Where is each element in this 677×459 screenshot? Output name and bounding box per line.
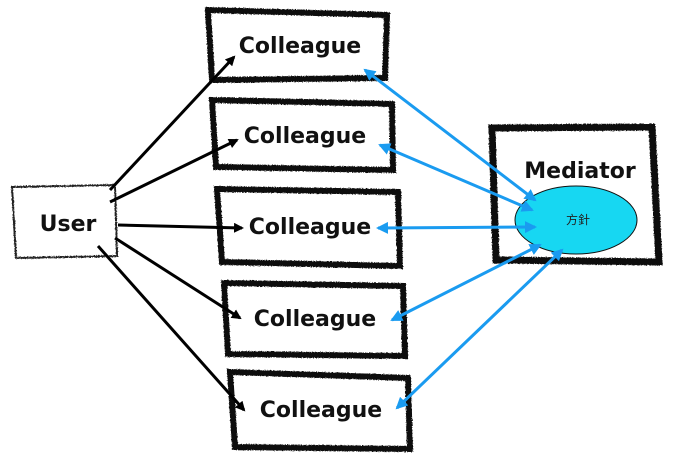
policy-ellipse — [514, 185, 638, 255]
policy-label: 方針 — [566, 212, 590, 227]
colleague-box — [226, 368, 414, 453]
colleague-node-2: Colleague — [208, 96, 397, 174]
colleague-node-5: Colleague — [226, 368, 414, 453]
user-box — [10, 183, 119, 260]
colleague-label: Colleague — [249, 215, 371, 240]
user-label: User — [40, 212, 97, 237]
colleague-mediator-arrow — [378, 143, 534, 212]
user-to-colleague-arrow — [117, 222, 244, 233]
colleague-node-4: Colleague — [220, 279, 409, 360]
user-node: User — [10, 183, 119, 260]
user-arrows — [96, 55, 246, 412]
colleague-label: Colleague — [254, 307, 376, 332]
colleague-label: Colleague — [260, 398, 382, 423]
mediator-node: Mediator 方針 — [488, 123, 663, 266]
colleague-label: Colleague — [244, 124, 366, 149]
colleague-mediator-arrow — [376, 221, 537, 234]
user-to-colleague-arrow — [114, 236, 242, 320]
colleague-mediator-arrow — [390, 243, 542, 322]
colleague-node-3: Colleague — [213, 185, 404, 270]
user-to-colleague-arrow — [109, 138, 239, 204]
colleague-label: Colleague — [239, 34, 361, 59]
mediator-label: Mediator — [524, 159, 636, 184]
colleague-mediator-arrow — [395, 248, 564, 410]
user-to-colleague-arrow — [96, 245, 246, 412]
user-to-colleague-arrow — [108, 55, 236, 192]
mediator-arrows — [363, 68, 564, 410]
colleague-node-1: Colleague — [204, 6, 391, 84]
